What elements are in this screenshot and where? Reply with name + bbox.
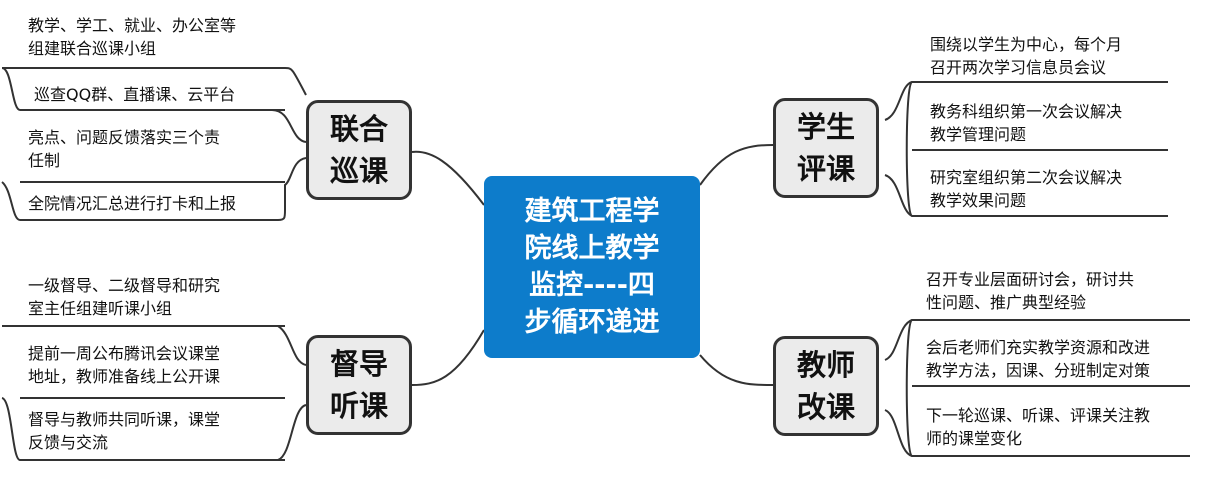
lianhe-item-3-line-1: 亮点、问题反馈落实三个责 (28, 128, 221, 147)
lianhe-item-2-line-1: 巡查QQ群、直播课、云平台 (34, 85, 236, 104)
lianhe-item-3-line-2: 任制 (28, 151, 61, 170)
lianhe-item-3[interactable]: 亮点、问题反馈落实三个责 任制 (28, 126, 220, 172)
lianhe-item-1[interactable]: 教学、学工、就业、办公室等 组建联合巡课小组 (28, 14, 236, 60)
lianhe-item-1-line-1: 教学、学工、就业、办公室等 (28, 16, 237, 35)
link-center-xuesheng (699, 144, 774, 186)
jiaoshi-item-2-line-1: 会后老师们充实教学资源和改进 (926, 338, 1151, 357)
branch-dudao-line-2: 听课 (329, 389, 388, 423)
lianhe-item-4[interactable]: 全院情况汇总进行打卡和上报 (28, 192, 236, 215)
branch-lianhe-xunke[interactable]: 联合 巡课 (306, 100, 412, 200)
jiaoshi-item-2[interactable]: 会后老师们充实教学资源和改进 教学方法，因课、分班制定对策 (926, 336, 1150, 382)
dudao-item-3[interactable]: 督导与教师共同听课，课堂 反馈与交流 (28, 408, 220, 454)
branch-xuesheng-line-2: 评课 (796, 152, 855, 186)
center-line-1: 建筑工程学 (524, 196, 660, 227)
branch-lianhe-line-1: 联合 (329, 112, 388, 146)
branch-jiaoshi-line-2: 改课 (796, 390, 855, 424)
branch-dudao-line-1: 督导 (329, 347, 388, 381)
link-center-dudao (411, 329, 485, 386)
dudao-item-2[interactable]: 提前一周公布腾讯会议课堂 地址，教师准备线上公开课 (28, 342, 220, 388)
branch-jiaoshi-line-1: 教师 (796, 348, 855, 382)
dudao-item-1[interactable]: 一级督导、二级督导和研究 室主任组建听课小组 (28, 274, 220, 320)
center-line-2: 院线上教学 (524, 233, 660, 264)
center-topic[interactable]: 建筑工程学 院线上教学 监控----四 步循环递进 (484, 176, 700, 358)
xuesheng-side-bracket (905, 81, 913, 217)
jiaoshi-item-3-line-2: 师的课堂变化 (926, 429, 1023, 448)
dudao-item-1-line-1: 一级督导、二级督导和研究 (28, 276, 221, 295)
center-line-3: 监控----四 (529, 270, 655, 301)
xuesheng-item-3-line-1: 研究室组织第二次会议解决 (930, 168, 1123, 187)
lianhe-item-1-line-2: 组建联合巡课小组 (28, 39, 157, 58)
dudao-item-2-line-2: 地址，教师准备线上公开课 (28, 367, 221, 386)
jiaoshi-item-1-line-2: 性问题、推广典型经验 (926, 293, 1087, 312)
link-center-lianhe (411, 150, 485, 206)
lianhe-item-2[interactable]: 巡查QQ群、直播课、云平台 (34, 83, 235, 106)
jiaoshi-item-3[interactable]: 下一轮巡课、听课、评课关注教 师的课堂变化 (926, 404, 1150, 450)
branch-jiaoshi-gaike[interactable]: 教师 改课 (773, 336, 879, 436)
xuesheng-item-2-line-1: 教务科组织第一次会议解决 (930, 102, 1123, 121)
jiaoshi-item-2-line-2: 教学方法，因课、分班制定对策 (926, 361, 1151, 380)
xuesheng-item-2[interactable]: 教务科组织第一次会议解决 教学管理问题 (930, 100, 1122, 146)
branch-xuesheng-pingke[interactable]: 学生 评课 (773, 98, 879, 198)
dudao-item-3-line-2: 反馈与交流 (28, 433, 109, 452)
jiaoshi-side-bracket (905, 319, 913, 457)
xuesheng-item-3[interactable]: 研究室组织第二次会议解决 教学效果问题 (930, 166, 1122, 212)
xuesheng-item-2-line-2: 教学管理问题 (930, 125, 1027, 144)
jiaoshi-item-1[interactable]: 召开专业层面研讨会，研讨共 性问题、推广典型经验 (926, 268, 1134, 314)
xuesheng-item-1-line-1: 围绕以学生为中心，每个月 (930, 35, 1123, 54)
xuesheng-item-1-line-2: 召开两次学习信息员会议 (930, 58, 1107, 77)
xuesheng-item-3-line-2: 教学效果问题 (930, 191, 1027, 210)
dudao-item-1-line-2: 室主任组建听课小组 (28, 299, 173, 318)
branch-lianhe-line-2: 巡课 (329, 154, 388, 188)
branch-xuesheng-line-1: 学生 (796, 110, 855, 144)
xuesheng-item-1[interactable]: 围绕以学生为中心，每个月 召开两次学习信息员会议 (930, 33, 1122, 79)
branch-dudao-tingke[interactable]: 督导 听课 (306, 335, 412, 435)
link-center-jiaoshi (699, 354, 774, 386)
dudao-item-3-line-1: 督导与教师共同听课，课堂 (28, 410, 221, 429)
center-line-4: 步循环递进 (524, 307, 660, 338)
dudao-item-2-line-1: 提前一周公布腾讯会议课堂 (28, 344, 221, 363)
jiaoshi-item-3-line-1: 下一轮巡课、听课、评课关注教 (926, 406, 1151, 425)
lianhe-item-4-line-1: 全院情况汇总进行打卡和上报 (28, 194, 237, 213)
jiaoshi-item-1-line-1: 召开专业层面研讨会，研讨共 (926, 270, 1135, 289)
